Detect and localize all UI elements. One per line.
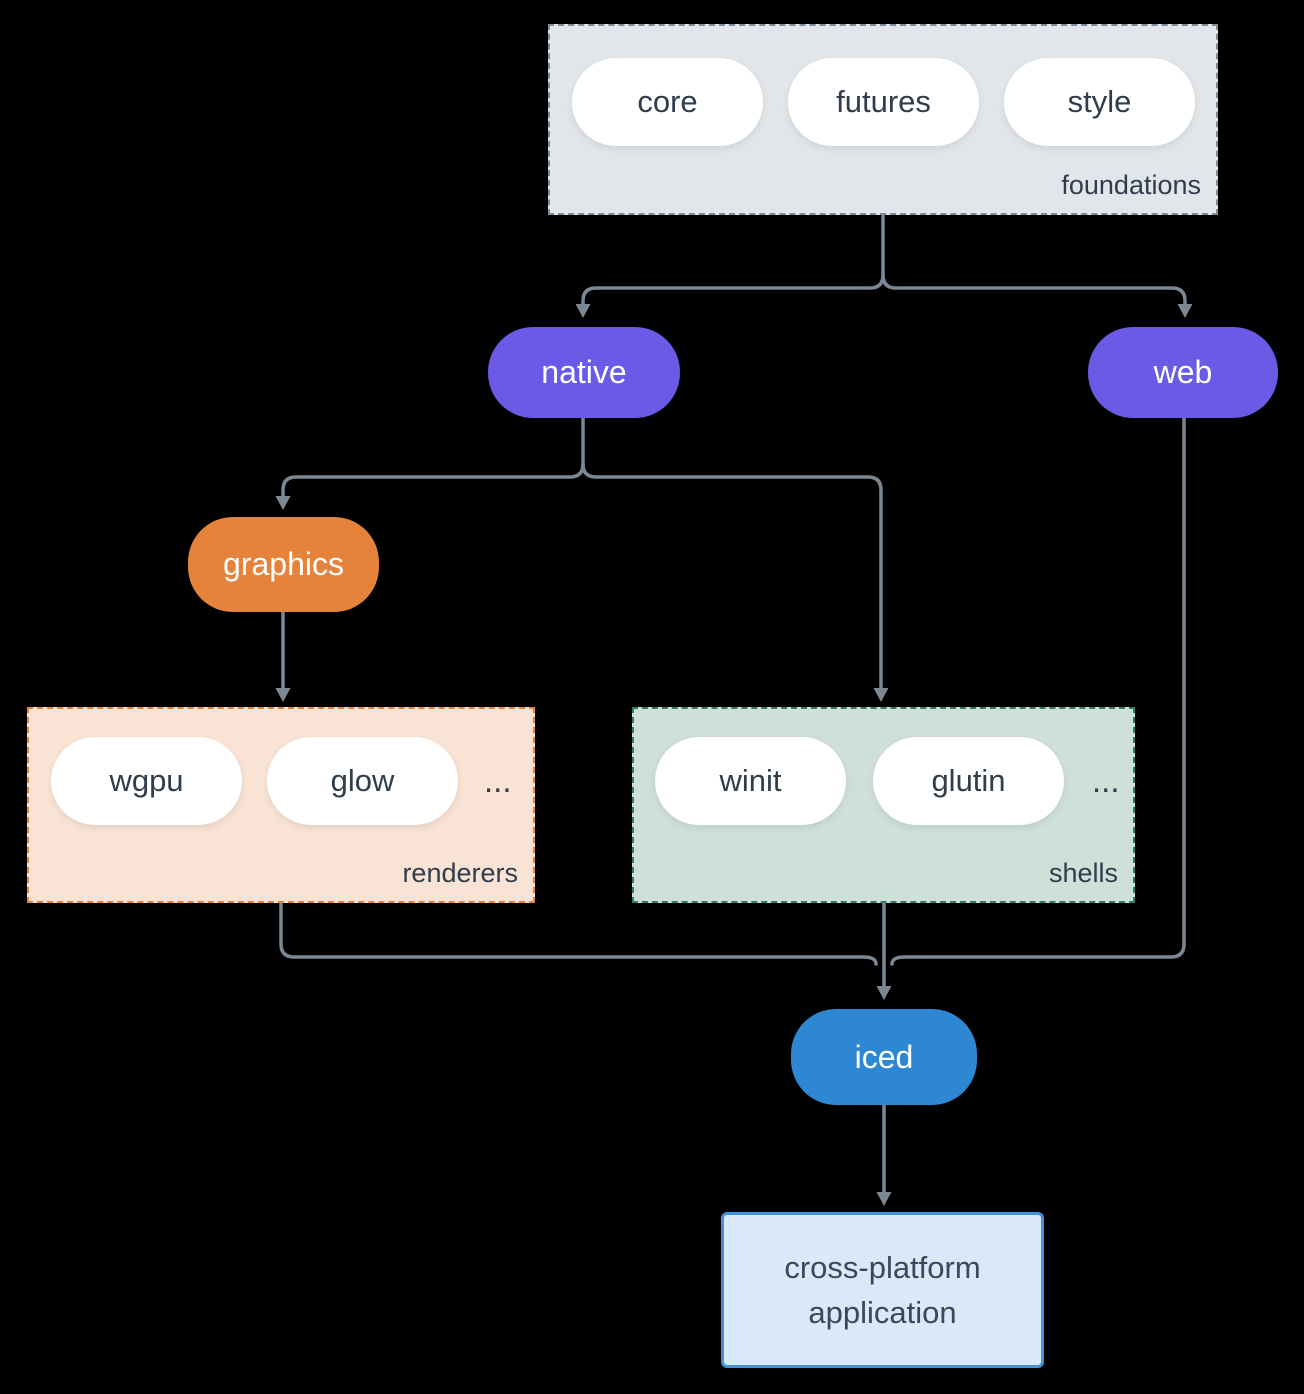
- node-glow: glow: [267, 737, 458, 825]
- node-iced: iced: [791, 1009, 977, 1105]
- arrowhead-iced: [876, 986, 892, 1000]
- arrowhead-shells: [873, 688, 889, 702]
- node-futures: futures: [788, 58, 979, 146]
- foundations-label: foundations: [1061, 170, 1201, 200]
- node-winit: winit: [655, 737, 846, 825]
- edge-web-iced: [890, 416, 1186, 966]
- edge-renderers-iced: [279, 901, 878, 966]
- arrowhead-graphics: [275, 496, 291, 510]
- node-core: core: [572, 58, 763, 146]
- renderers-label: renderers: [402, 858, 518, 888]
- node-cross-platform-application: cross-platform application: [721, 1212, 1044, 1368]
- arrowhead-web: [1177, 304, 1193, 318]
- node-graphics: graphics: [188, 517, 379, 612]
- arrowhead-renderers: [275, 688, 291, 702]
- node-web: web: [1088, 327, 1278, 418]
- node-style: style: [1004, 58, 1195, 146]
- arrowhead-application: [876, 1192, 892, 1206]
- application-line-1: cross-platform: [784, 1250, 981, 1285]
- application-line-2: application: [808, 1295, 957, 1330]
- edge-foundations-web: [881, 273, 1193, 318]
- edge-graphics-renderers: [275, 610, 291, 702]
- node-glutin: glutin: [873, 737, 1064, 825]
- arrowhead-native: [575, 304, 591, 318]
- edge-shells-iced: [876, 901, 892, 1000]
- renderers-group: wgpu glow ... renderers: [27, 707, 535, 903]
- shells-label: shells: [1048, 858, 1118, 888]
- node-wgpu: wgpu: [51, 737, 242, 825]
- edge-native-graphics: [275, 416, 585, 510]
- shells-ellipsis: ...: [1092, 762, 1120, 799]
- renderers-ellipsis: ...: [484, 762, 512, 799]
- edge-iced-application: [876, 1103, 892, 1206]
- edge-foundations-native: [575, 213, 885, 318]
- edge-native-shells: [581, 462, 889, 702]
- foundations-group: core futures style foundations: [548, 24, 1218, 215]
- shells-group: winit glutin ... shells: [632, 707, 1135, 903]
- node-native: native: [488, 327, 680, 418]
